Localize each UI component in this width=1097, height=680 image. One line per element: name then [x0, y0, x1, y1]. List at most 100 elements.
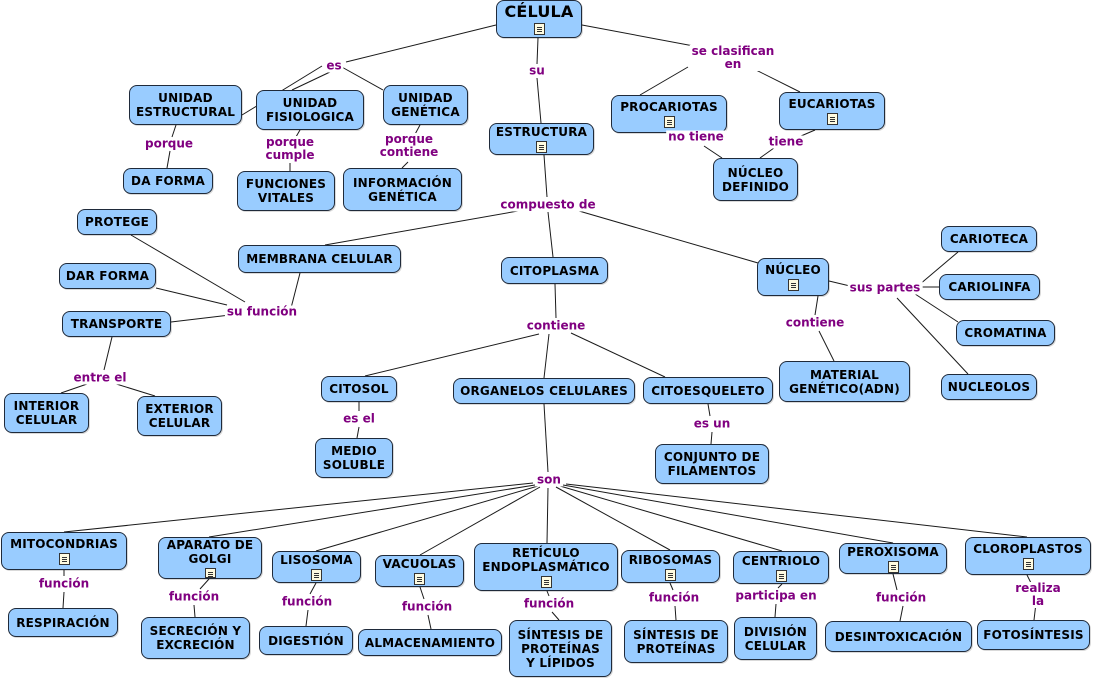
node-funciones-vitales[interactable]: FUNCIONES VITALES — [237, 171, 335, 211]
node-vacuolas[interactable]: VACUOLAS — [375, 555, 464, 587]
node-cariolinfa[interactable]: CARIOLINFA — [939, 274, 1040, 300]
node-sintesis-proteinas-lipidos[interactable]: SÍNTESIS DE PROTEÍNAS Y LÍPIDOS — [509, 620, 612, 677]
document-icon[interactable] — [311, 569, 322, 581]
node-dar-forma[interactable]: DAR FORMA — [59, 263, 156, 289]
node-mitocondrias[interactable]: MITOCONDRIAS — [1, 532, 127, 570]
node-interior-celular[interactable]: INTERIOR CELULAR — [4, 393, 89, 433]
node-centriolo-text: CENTRIOLO — [741, 553, 821, 568]
node-digestion[interactable]: DIGESTIÓN — [259, 626, 353, 655]
link-label-sus-partes: sus partes — [847, 280, 923, 295]
node-citosol-text: CITOSOL — [329, 382, 389, 396]
document-icon[interactable] — [536, 141, 547, 153]
node-reticulo-text: RETÍCULO ENDOPLASMÁTICO — [482, 546, 610, 574]
node-unidad-estructural[interactable]: UNIDAD ESTRUCTURAL — [129, 85, 242, 125]
link-label-es-un: es un — [691, 416, 733, 431]
document-icon[interactable] — [204, 568, 216, 578]
node-unidad-fisiologica-text: UNIDAD FISIOLOGICA — [266, 96, 354, 124]
connector-line — [562, 484, 894, 544]
connector-line — [703, 145, 723, 159]
node-nucleolos-text: NUCLEOLOS — [947, 380, 1031, 394]
node-organelos-celulares-text: ORGANELOS CELULARES — [460, 384, 628, 398]
node-medio-soluble[interactable]: MEDIO SOLUBLE — [315, 438, 393, 478]
node-celula[interactable]: CÉLULA — [496, 0, 582, 38]
connector-line — [419, 586, 425, 600]
node-citosol[interactable]: CITOSOL — [321, 376, 397, 402]
document-icon[interactable] — [665, 568, 676, 581]
node-protege-text: PROTEGE — [84, 215, 150, 229]
node-aparato-golgi[interactable]: APARATO DE GOLGI — [158, 537, 262, 579]
node-nucleo-definido[interactable]: NÚCLEO DEFINIDO — [713, 158, 798, 201]
link-label-porque-cumple: porque cumple — [263, 135, 317, 162]
node-carioteca[interactable]: CARIOTECA — [941, 226, 1037, 252]
node-organelos-celulares[interactable]: ORGANELOS CELULARES — [453, 378, 635, 404]
link-label-entre-el: entre el — [71, 370, 129, 385]
node-da-forma[interactable]: DA FORMA — [123, 168, 213, 194]
node-da-forma-text: DA FORMA — [131, 174, 205, 188]
connector-line — [911, 291, 959, 323]
node-fotosintesis[interactable]: FOTOSÍNTESIS — [977, 620, 1090, 650]
node-nucleolos[interactable]: NUCLEOLOS — [941, 374, 1037, 400]
node-conjunto-filamentos-text: CONJUNTO DE FILAMENTOS — [663, 450, 761, 478]
node-membrana-celular[interactable]: MEMBRANA CELULAR — [238, 245, 401, 273]
node-procariotas-text: PROCARIOTAS — [620, 100, 718, 114]
node-unidad-genetica[interactable]: UNIDAD GENÉTICA — [383, 85, 468, 125]
link-label-participa-en: participa en — [733, 588, 819, 603]
connector-line — [674, 605, 677, 621]
link-label-contiene-nucleo: contiene — [783, 315, 847, 330]
node-almacenamiento[interactable]: ALMACENAMIENTO — [358, 629, 502, 656]
node-reticulo[interactable]: RETÍCULO ENDOPLASMÁTICO — [474, 543, 618, 591]
node-estructura-text: ESTRUCTURA — [495, 125, 588, 139]
node-procariotas[interactable]: PROCARIOTAS — [611, 95, 727, 133]
node-sintesis-proteinas-text: SÍNTESIS DE PROTEÍNAS — [633, 627, 719, 656]
document-icon[interactable] — [1022, 558, 1034, 570]
document-icon[interactable] — [887, 560, 899, 573]
node-peroxisoma[interactable]: PEROXISOMA — [839, 543, 947, 574]
connector-line — [774, 603, 777, 618]
connector-line — [291, 71, 331, 91]
document-icon[interactable] — [414, 573, 425, 585]
connector-line — [800, 129, 816, 137]
node-exterior-celular[interactable]: EXTERIOR CELULAR — [137, 396, 222, 436]
node-desintoxicacion[interactable]: DESINTOXICACIÓN — [825, 621, 972, 652]
node-protege[interactable]: PROTEGE — [77, 209, 157, 235]
link-label-su: su — [527, 63, 547, 78]
node-conjunto-filamentos[interactable]: CONJUNTO DE FILAMENTOS — [655, 444, 769, 484]
document-icon[interactable] — [826, 113, 838, 125]
document-icon[interactable] — [787, 279, 799, 291]
document-icon[interactable] — [533, 23, 545, 35]
node-respiracion[interactable]: RESPIRACIÓN — [8, 608, 118, 637]
node-lisosoma[interactable]: LISOSOMA — [272, 551, 361, 583]
node-exterior-celular-text: EXTERIOR CELULAR — [145, 402, 214, 430]
connector-line — [309, 582, 317, 595]
node-division-celular[interactable]: DIVISIÓN CELULAR — [734, 617, 817, 660]
node-eucariotas[interactable]: EUCARIOTAS — [779, 92, 885, 130]
node-secrecion[interactable]: SECRECIÓN Y EXCRECIÓN — [141, 617, 250, 659]
connector-line — [749, 66, 801, 93]
link-label-funcion-reticulo: función — [521, 596, 577, 611]
connector-line — [103, 336, 113, 371]
node-citoplasma[interactable]: CITOPLASMA — [501, 257, 608, 284]
document-icon[interactable] — [663, 116, 675, 128]
link-label-funcion-golgi: función — [166, 589, 222, 604]
node-peroxisoma-text: PEROXISOMA — [847, 544, 939, 559]
node-cromatina[interactable]: CROMATINA — [956, 320, 1055, 346]
node-estructura[interactable]: ESTRUCTURA — [489, 123, 594, 155]
connector-line — [759, 147, 775, 159]
node-centriolo[interactable]: CENTRIOLO — [733, 551, 829, 584]
connector-line — [536, 37, 539, 65]
connector-line — [555, 486, 671, 551]
node-informacion-genetica[interactable]: INFORMACIÓN GENÉTICA — [343, 168, 462, 211]
node-unidad-fisiologica[interactable]: UNIDAD FISIOLOGICA — [256, 90, 364, 130]
node-cloroplastos[interactable]: CLOROPLASTOS — [965, 537, 1091, 575]
connector-line — [305, 609, 309, 627]
node-transporte[interactable]: TRANSPORTE — [62, 311, 171, 337]
node-nucleo[interactable]: NÚCLEO — [757, 258, 829, 296]
document-icon[interactable] — [58, 553, 70, 565]
connector-line — [554, 283, 557, 319]
node-ribosomas[interactable]: RIBOSOMAS — [621, 550, 720, 583]
node-citoesqueleto[interactable]: CITOESQUELETO — [643, 377, 773, 404]
document-icon[interactable] — [540, 576, 552, 588]
node-material-genetico[interactable]: MATERIAL GENÉTICO(ADN) — [779, 361, 910, 402]
document-icon[interactable] — [775, 569, 787, 582]
node-sintesis-proteinas[interactable]: SÍNTESIS DE PROTEÍNAS — [624, 620, 728, 663]
